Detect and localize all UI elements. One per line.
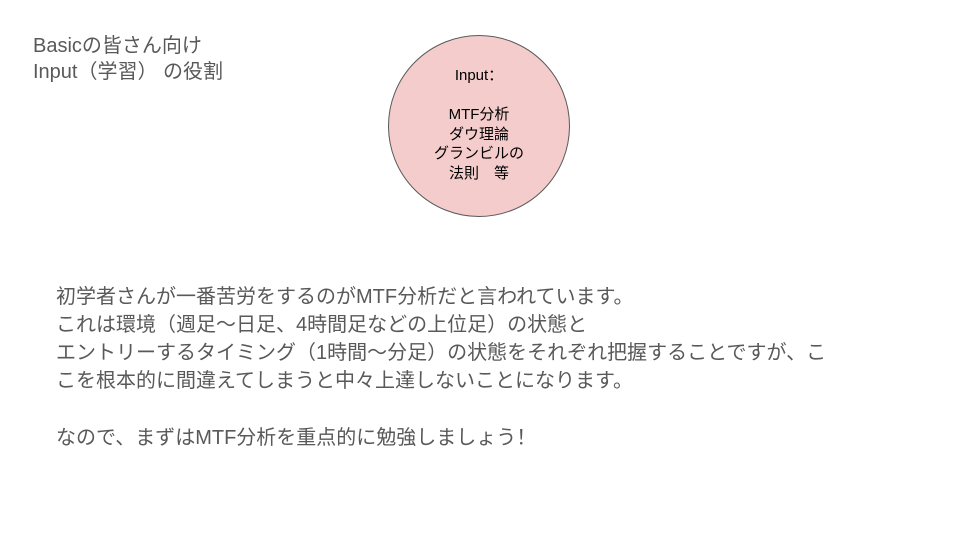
body-line-2: これは環境（週足～日足、4時間足などの上位足）の状態と	[56, 314, 588, 336]
circle-topic-dow-theory: ダウ理論	[448, 125, 509, 143]
body-line-1: 初学者さんが一番苦労をするのがMTF分析だと言われています。	[56, 286, 634, 308]
circle-topic-rules-etc: 法則 等	[448, 164, 509, 182]
input-topics-circle: Input： MTF分析 ダウ理論 グランビルの 法則 等	[388, 35, 570, 217]
slide-title: Basicの皆さん向け Input（学習） の役割	[33, 33, 223, 85]
slide-title-line-2: Input（学習） の役割	[33, 61, 224, 83]
circle-topic-mtf: MTF分析	[448, 106, 510, 123]
closing-statement: なので、まずはMTF分析を重点的に勉強しましょう！	[56, 427, 537, 449]
slide-title-line-1: Basicの皆さん向け	[33, 35, 202, 57]
circle-topic-granville: グランビルの	[433, 145, 524, 162]
body-line-3: エントリーするタイミング（1時間～分足）の状態をそれぞれ把握することですが、こ	[56, 342, 827, 364]
body-paragraph: 初学者さんが一番苦労をするのがMTF分析だと言われています。 これは環境（週足～…	[56, 283, 826, 395]
circle-heading: Input：	[454, 67, 504, 84]
body-line-4: こを根本的に間違えてしまうと中々上達しないことになります。	[56, 370, 633, 392]
